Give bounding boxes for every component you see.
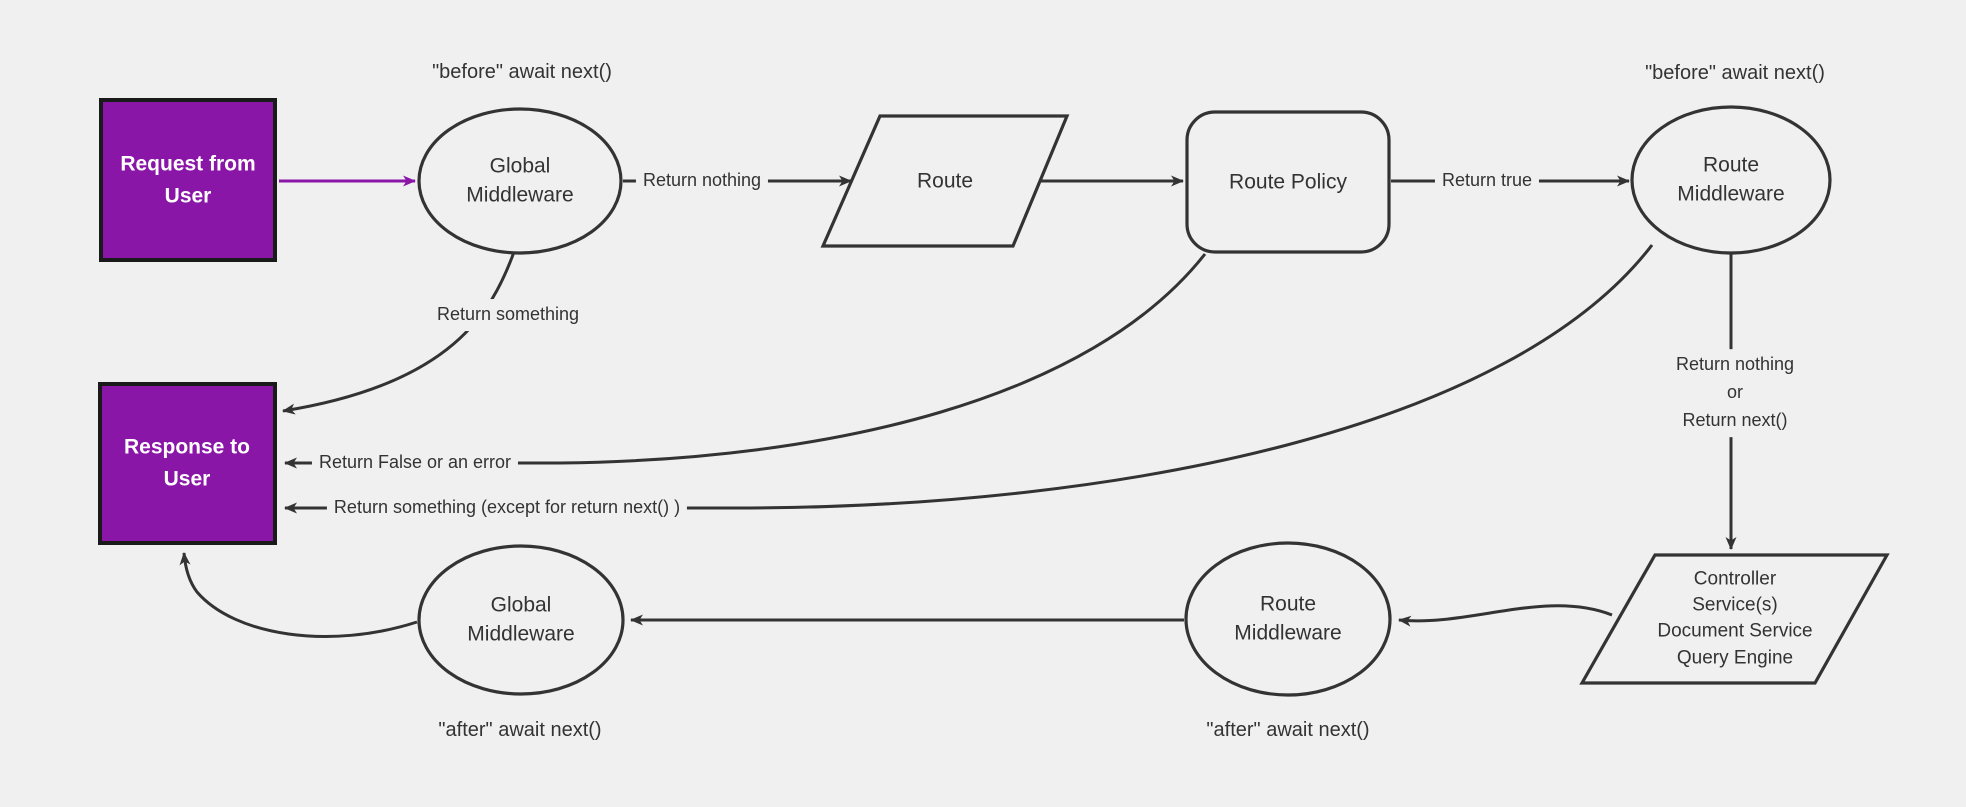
node-controller-services [1579,553,1890,685]
return-false-or-error-label: Return False or an error [311,447,519,479]
return-something-label: Return something [429,299,587,331]
return-nothing-or-next-label: Return nothing or Return next() [1668,349,1802,437]
return-true-label: Return true [1434,165,1540,197]
route-policy-label: Route Policy [1229,170,1347,194]
after-await-next-right-label: "after" await next() [1206,719,1370,741]
node-response-to-user [98,382,277,545]
return-nothing-label: Return nothing [635,165,769,197]
route-middleware-top-label: Route Middleware [1677,153,1785,206]
global-middleware-bottom-label: Global Middleware [467,593,575,646]
node-global-middleware-top [417,107,623,255]
request-from-user-label: Request from User [120,152,256,208]
node-request-from-user [99,98,277,262]
global-middleware-top-label: Global Middleware [466,154,574,207]
edge-global-middleware-to-response [282,251,516,415]
return-something-except-label: Return something (except for return next… [326,492,688,524]
route-middleware-bottom-label: Route Middleware [1234,592,1342,645]
node-route-policy [1185,110,1391,254]
node-route-middleware-top [1630,105,1832,255]
node-route [820,114,1070,248]
before-await-next-left-label: "before" await next() [432,61,612,83]
edge-controller-to-route-middleware-bottom [1398,604,1613,627]
node-route-middleware-bottom [1184,541,1392,697]
edge-route-middleware-to-response [284,244,1654,514]
before-await-next-right-label: "before" await next() [1645,62,1825,84]
route-label: Route [916,169,974,193]
edge-global-middleware-bottom-to-response [179,552,418,638]
node-global-middleware-bottom [417,544,625,696]
response-to-user-label: Response to User [123,435,251,491]
controller-services-label: Controller Service(s) Document Service Q… [1657,568,1813,669]
after-await-next-left-label: "after" await next() [438,719,602,741]
edge-route-policy-to-response [284,253,1207,469]
